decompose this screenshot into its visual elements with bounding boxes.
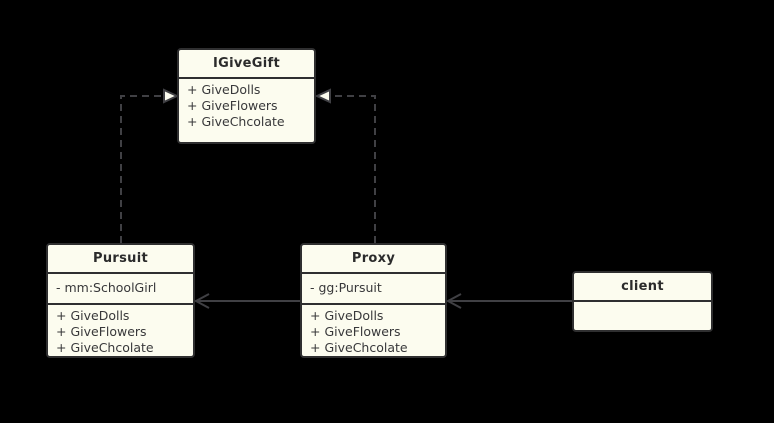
edge-association-proxy-pursuit	[193, 293, 300, 309]
attributes-compartment: - mm:SchoolGirl	[48, 272, 193, 303]
edge-realization-pursuit-igivegift	[120, 88, 180, 243]
class-title: Proxy	[351, 251, 396, 266]
empty-compartment	[574, 300, 711, 330]
method-item: + GiveFlowers	[187, 98, 278, 113]
dashed-line	[120, 95, 164, 243]
method-item: + GiveDolls	[187, 82, 261, 97]
attribute-item: - mm:SchoolGirl	[56, 280, 157, 295]
attributes-compartment: - gg:Pursuit	[302, 272, 445, 303]
hollow-triangle-arrowhead-icon	[163, 88, 180, 104]
method-item: + GiveChcolate	[310, 340, 408, 355]
dashed-line	[330, 95, 376, 243]
methods-compartment: + GiveDolls + GiveFlowers + GiveChcolate	[48, 303, 193, 356]
class-title: IGiveGift	[213, 56, 280, 71]
method-item: + GiveFlowers	[56, 324, 147, 339]
class-box-client[interactable]: client	[572, 271, 713, 332]
open-arrowhead-icon	[193, 293, 210, 309]
method-item: + GiveFlowers	[310, 324, 401, 339]
edge-association-client-proxy	[445, 293, 572, 309]
open-arrowhead-icon	[445, 293, 462, 309]
class-title: client	[621, 279, 664, 294]
methods-compartment: + GiveDolls + GiveFlowers + GiveChcolate	[302, 303, 445, 356]
method-item: + GiveChcolate	[56, 340, 154, 355]
attribute-item: - gg:Pursuit	[310, 280, 382, 295]
class-title: Pursuit	[93, 251, 148, 266]
edge-realization-proxy-igivegift	[314, 88, 376, 243]
class-box-pursuit[interactable]: Pursuit - mm:SchoolGirl + GiveDolls + Gi…	[46, 243, 195, 358]
class-box-igivegift[interactable]: IGiveGift + GiveDolls + GiveFlowers + Gi…	[177, 48, 316, 144]
hollow-triangle-arrowhead-icon	[314, 88, 331, 104]
method-item: + GiveDolls	[56, 308, 130, 323]
method-item: + GiveDolls	[310, 308, 384, 323]
class-box-proxy[interactable]: Proxy - gg:Pursuit + GiveDolls + GiveFlo…	[300, 243, 447, 358]
method-item: + GiveChcolate	[187, 114, 285, 129]
methods-compartment: + GiveDolls + GiveFlowers + GiveChcolate	[179, 77, 314, 130]
